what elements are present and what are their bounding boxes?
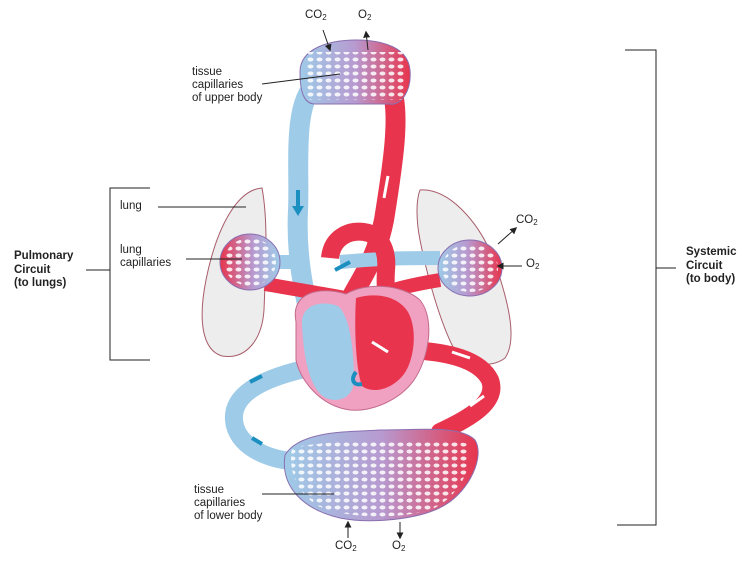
systemic-bracket bbox=[617, 50, 676, 525]
bottom-o2-label: O2 bbox=[392, 540, 405, 553]
pulmonary-circuit-label: Pulmonary Circuit (to lungs) bbox=[14, 250, 73, 291]
lung-label: lung bbox=[120, 200, 142, 213]
lower-capillaries-label: tissue capillaries of lower body bbox=[194, 484, 262, 523]
upper-capillaries-label: tissue capillaries of upper body bbox=[192, 66, 262, 105]
systemic-circuit-label: Systemic Circuit (to body) bbox=[686, 246, 737, 287]
right-co2-label: CO2 bbox=[516, 214, 538, 227]
lung-capillaries-label: lung capillaries bbox=[120, 244, 171, 270]
top-o2-label: O2 bbox=[358, 9, 371, 22]
right-o2-label: O2 bbox=[526, 258, 539, 271]
pulmonary-bracket bbox=[86, 188, 150, 360]
bottom-co2-label: CO2 bbox=[335, 540, 357, 553]
right-co2-arrow bbox=[498, 228, 516, 244]
top-co2-label: CO2 bbox=[305, 9, 327, 22]
